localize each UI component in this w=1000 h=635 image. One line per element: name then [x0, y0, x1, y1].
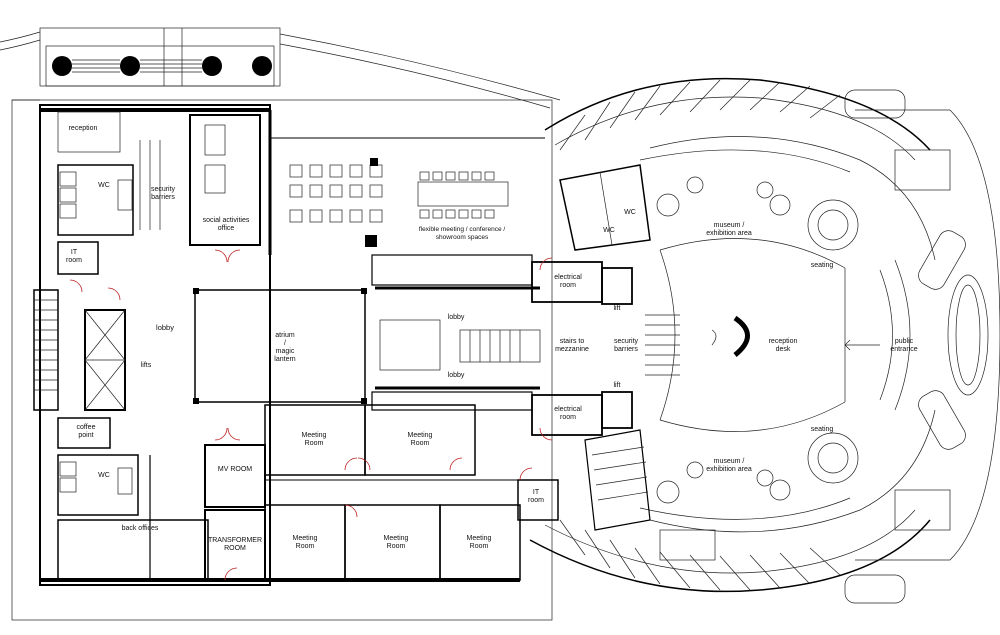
car-icon — [844, 574, 906, 604]
car-icon — [918, 230, 966, 290]
column-icon — [120, 56, 140, 76]
column-icon — [252, 56, 272, 76]
column-icon — [202, 56, 222, 76]
car-icon — [844, 89, 906, 119]
column-icon — [52, 56, 72, 76]
car-icon — [918, 390, 966, 450]
